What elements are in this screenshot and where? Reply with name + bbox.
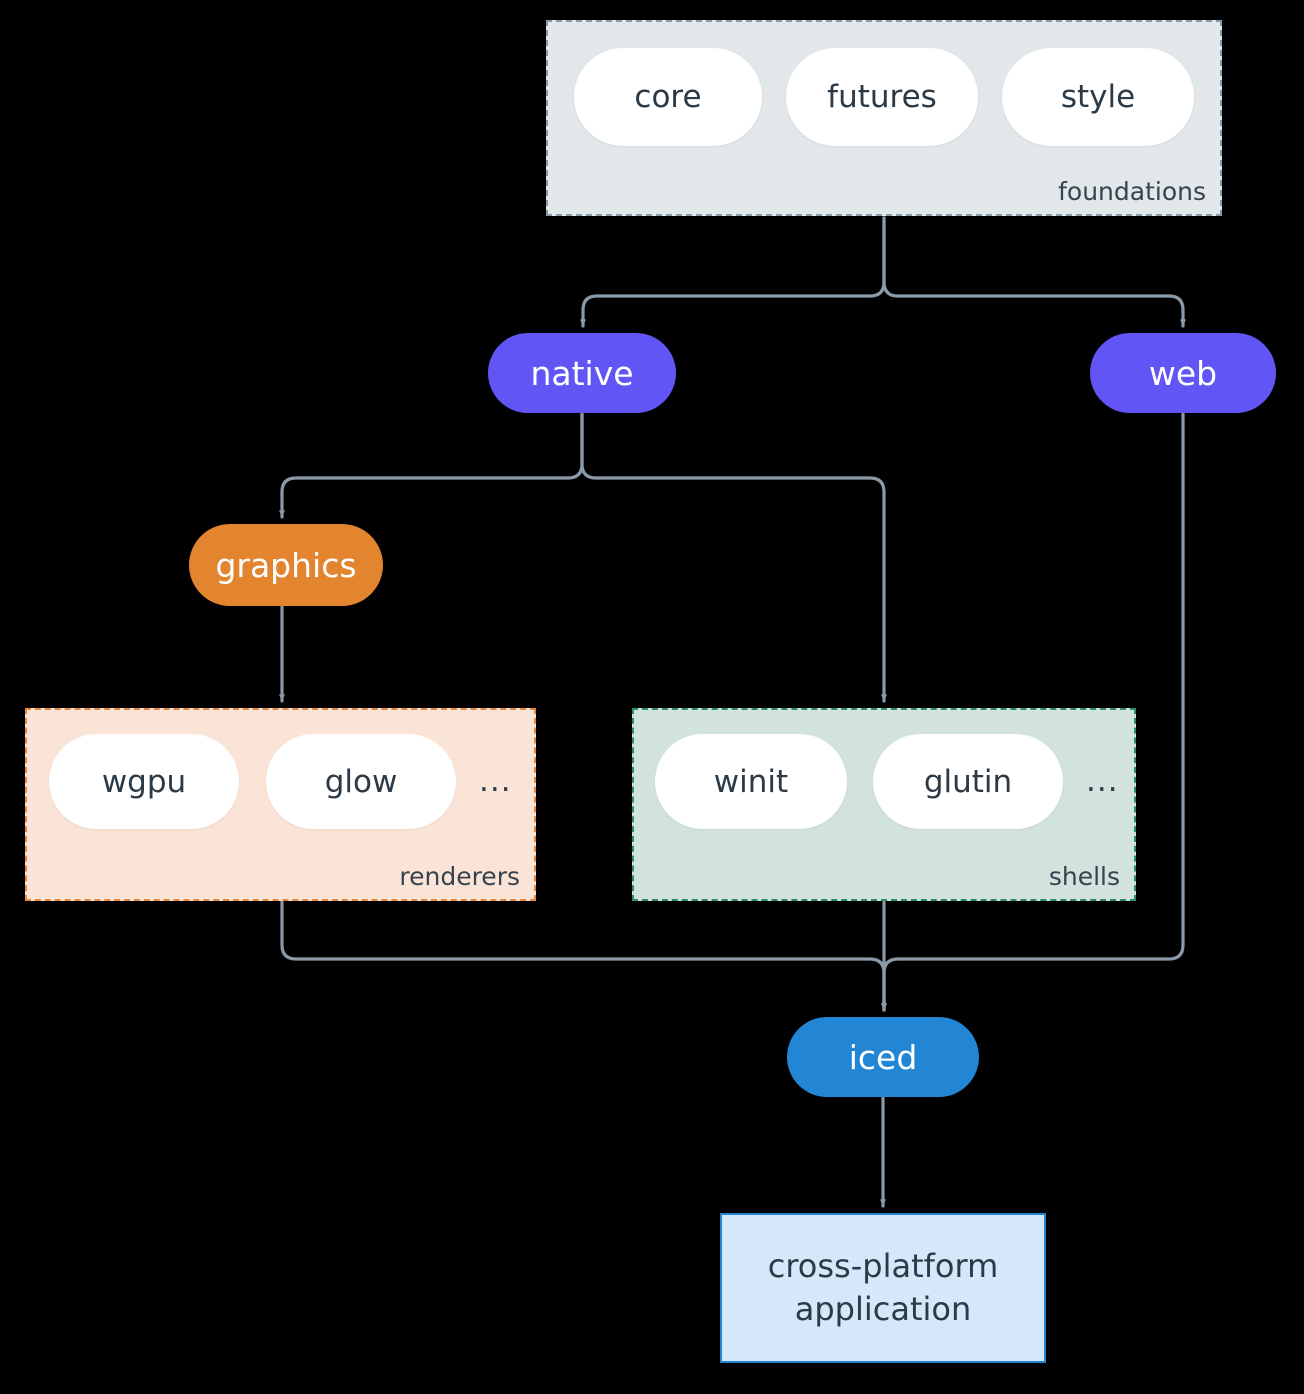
group-label-renderers: renderers (399, 862, 520, 891)
edge-foundations-web (882, 216, 1186, 328)
node-cross-platform-application[interactable]: cross-platform application (720, 1213, 1046, 1363)
node-native[interactable]: native (488, 333, 676, 413)
node-graphics[interactable]: graphics (189, 524, 383, 606)
edge-renderers-iced (280, 900, 887, 1012)
module-glow[interactable]: glow (266, 734, 456, 829)
shells-more-ellipsis: ... (1086, 763, 1119, 799)
group-label-foundations: foundations (1058, 177, 1206, 206)
module-wgpu[interactable]: wgpu (49, 734, 239, 829)
module-winit[interactable]: winit (655, 734, 847, 829)
edge-foundations-native (579, 216, 886, 328)
edge-native-shells (580, 412, 887, 703)
module-core[interactable]: core (574, 48, 762, 146)
node-web[interactable]: web (1090, 333, 1276, 413)
node-iced[interactable]: iced (787, 1017, 979, 1097)
module-style[interactable]: style (1002, 48, 1194, 146)
module-glutin[interactable]: glutin (873, 734, 1063, 829)
group-label-shells: shells (1048, 862, 1120, 891)
renderers-more-ellipsis: ... (479, 763, 512, 799)
module-futures[interactable]: futures (786, 48, 978, 146)
edge-native-graphics (278, 412, 584, 519)
